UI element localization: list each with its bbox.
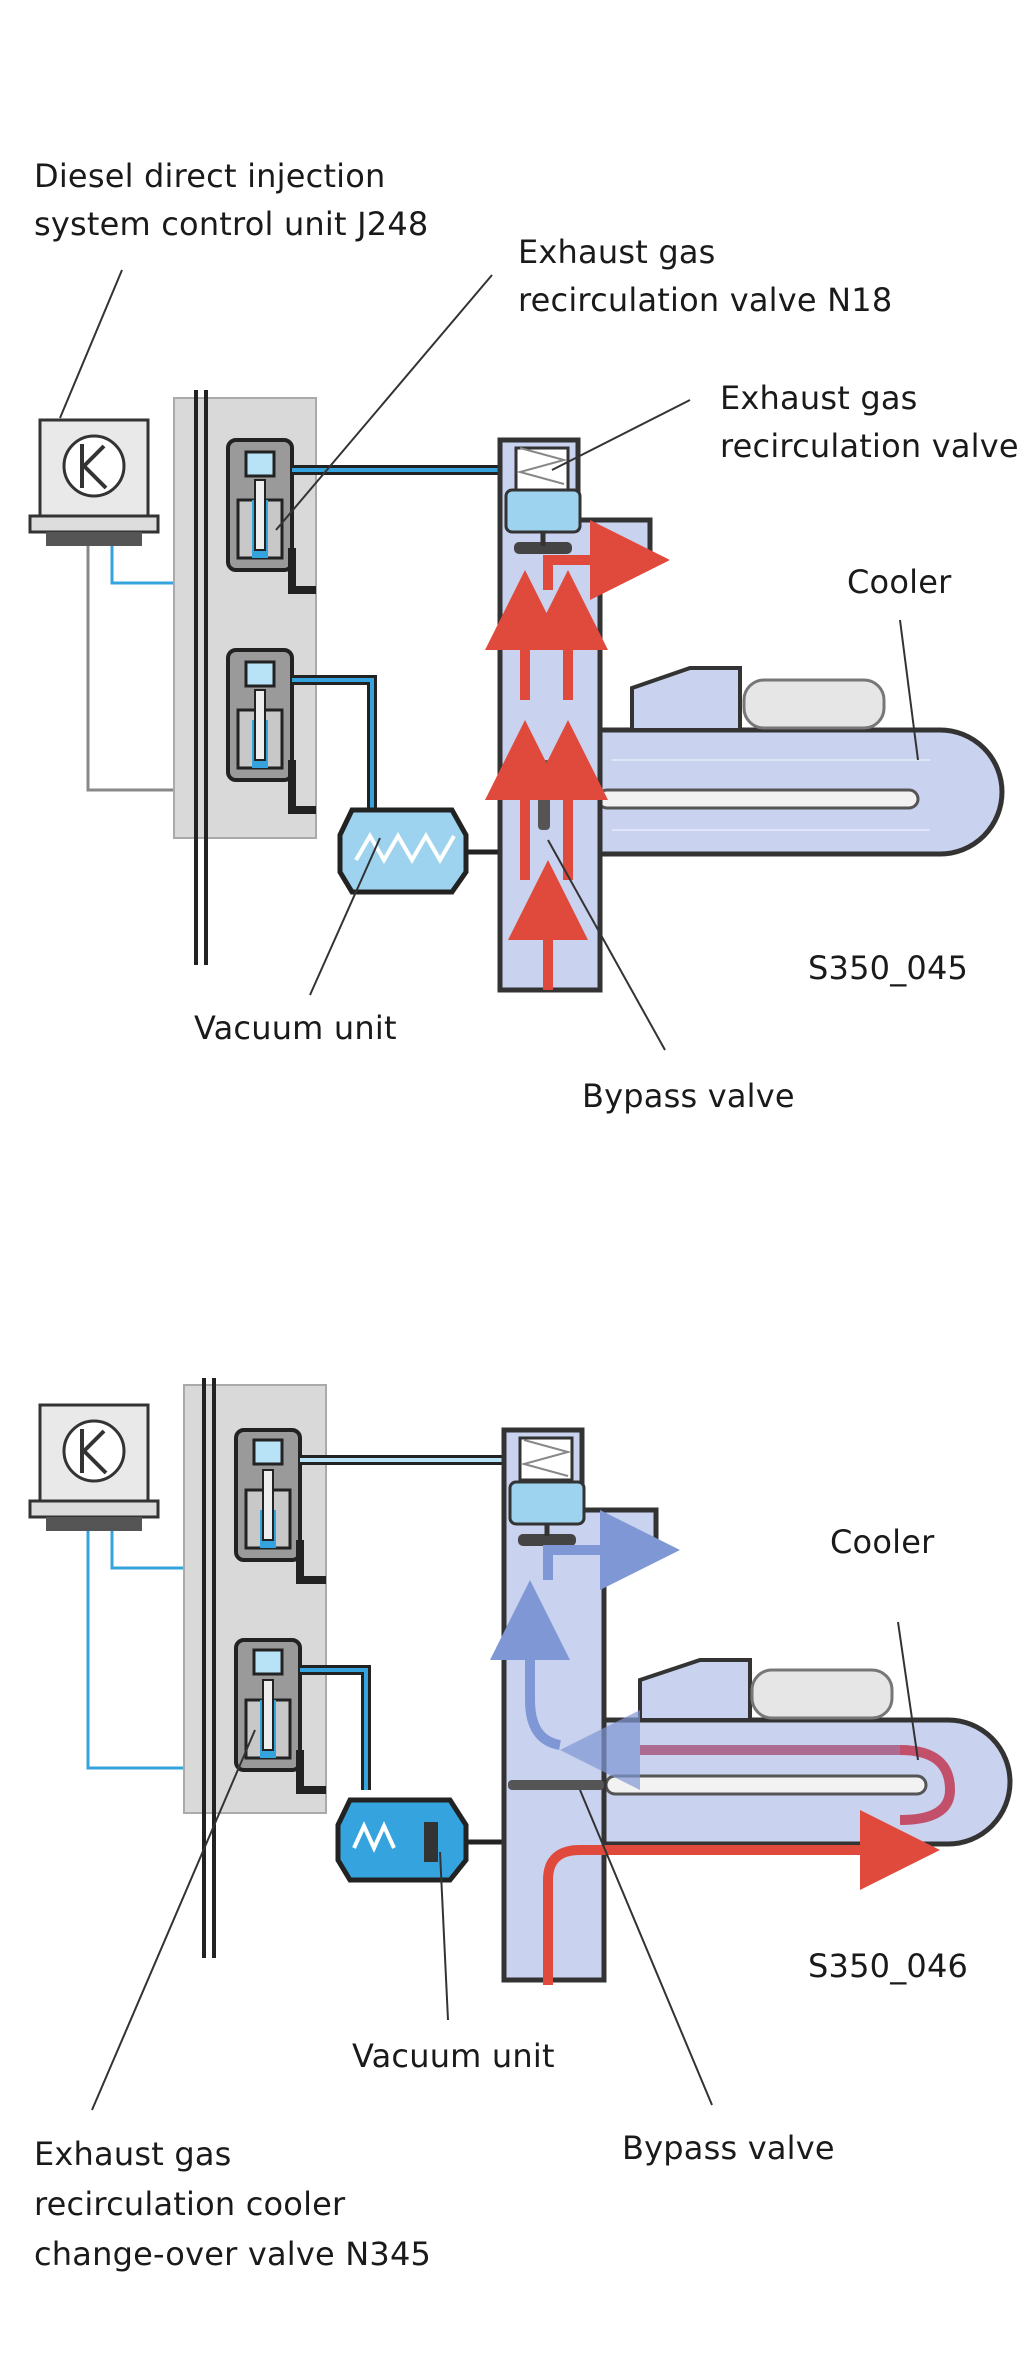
changeover-valve-n345-label-line2: recirculation cooler (34, 2185, 346, 2223)
egr-valve-n18-bottom (234, 1428, 302, 1562)
egr-cooler-changeover-valve-n345 (226, 648, 294, 782)
egr-valve-label-line1: Exhaust gas (720, 379, 918, 417)
control-unit-j248 (28, 418, 160, 546)
vacuum-unit-label-bottom: Vacuum unit (352, 2037, 555, 2075)
egr-cooler-changeover-valve-n345-bottom (234, 1638, 302, 1772)
egr-valve-n18 (226, 438, 294, 572)
figure-id-top: S350_045 (808, 949, 969, 987)
cooler-label-bottom: Cooler (830, 1523, 935, 1561)
egr-valve-label-line2: recirculation valve (720, 427, 1019, 465)
figure-id-bottom: S350_046 (808, 1947, 969, 1985)
bottom-diagram (28, 1378, 1013, 2111)
vacuum-unit-bottom (335, 1797, 508, 1883)
control-unit-j248-bottom (28, 1403, 160, 1531)
vacuum-unit (337, 807, 508, 895)
vacuum-unit-label: Vacuum unit (194, 1009, 397, 1047)
cooler-label: Cooler (847, 563, 952, 601)
bottom-leader-lines (91, 1621, 919, 2111)
gas-flow-through-cooler (490, 1510, 956, 1985)
changeover-valve-n345-label-line1: Exhaust gas (34, 2135, 232, 2173)
control-unit-j248-label-line1: Diesel direct injection (34, 157, 386, 195)
bypass-valve-label-bottom: Bypass valve (622, 2129, 835, 2167)
egr-valve-n18-label-line1: Exhaust gas (518, 233, 716, 271)
egr-cooler (589, 666, 1005, 857)
bypass-valve (538, 760, 550, 830)
top-diagram (28, 269, 1005, 1051)
changeover-valve-n345-label-line3: change-over valve N345 (34, 2235, 432, 2273)
control-unit-j248-label-line2: system control unit J248 (34, 205, 429, 243)
top-leader-lines (59, 269, 919, 1051)
hot-gas-flow (485, 520, 670, 990)
bypass-valve-bottom (508, 1780, 604, 1790)
egr-valve-n18-label-line2: recirculation valve N18 (518, 281, 893, 319)
egr-housing (497, 437, 653, 993)
bypass-valve-label: Bypass valve (582, 1077, 795, 1115)
